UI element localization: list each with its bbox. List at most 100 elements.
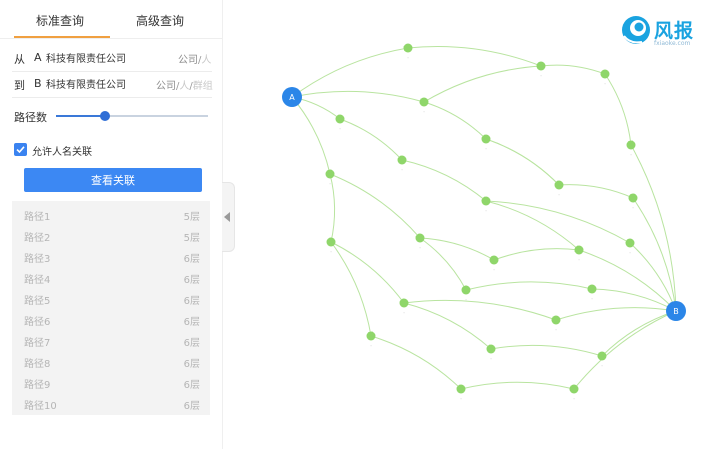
- graph-node[interactable]: ·: [597, 351, 607, 370]
- brand-logo: 风报 fxiaoke.com: [620, 14, 712, 48]
- logo-url: fxiaoke.com: [654, 40, 691, 47]
- path-name: 路径8: [24, 359, 51, 370]
- graph-node-dot: [366, 331, 376, 341]
- graph-node[interactable]: ·: [489, 255, 499, 274]
- graph-node-label: ·: [578, 258, 580, 264]
- path-layer-count: 6层: [183, 317, 200, 328]
- graph-node-dot: [554, 180, 564, 190]
- to-type-person[interactable]: 人: [179, 81, 190, 92]
- path-layer-count: 6层: [183, 338, 200, 349]
- graph-target-node[interactable]: B: [666, 301, 686, 321]
- graph-node[interactable]: ·: [456, 384, 466, 403]
- graph-edge: [330, 241, 373, 337]
- graph-node[interactable]: ·: [461, 285, 471, 304]
- graph-node-dot: [569, 384, 579, 394]
- graph-node[interactable]: ·: [403, 43, 413, 62]
- graph-node[interactable]: ·: [536, 61, 546, 80]
- graph-node-label: ·: [632, 206, 634, 212]
- from-label: 从: [14, 53, 25, 66]
- graph-node-label: ·: [407, 56, 409, 62]
- allow-person-checkbox[interactable]: [14, 143, 27, 156]
- graph-node[interactable]: ·: [628, 193, 638, 212]
- from-type-separator: /: [198, 55, 202, 66]
- to-label: 到: [14, 79, 25, 92]
- graph-node-label: ·: [591, 297, 593, 303]
- graph-node[interactable]: ·: [481, 196, 491, 215]
- from-type-company[interactable]: 公司: [178, 55, 198, 66]
- graph-node-label: ·: [370, 344, 372, 350]
- from-type-person[interactable]: 人: [201, 55, 212, 66]
- to-type-company[interactable]: 公司: [156, 81, 176, 92]
- graph-node[interactable]: ·: [626, 140, 636, 159]
- graph-edge: [465, 281, 593, 291]
- graph-node-label: ·: [330, 250, 332, 256]
- graph-node[interactable]: ·: [554, 180, 564, 199]
- tab-advanced-query[interactable]: 高级查询: [136, 14, 185, 28]
- graph-node[interactable]: ·: [551, 315, 561, 334]
- graph-node-dot: [574, 245, 584, 255]
- graph-node-label: ·: [460, 397, 462, 403]
- graph-node[interactable]: ·: [415, 233, 425, 252]
- graph-edge: [423, 101, 487, 140]
- graph-edge: [339, 118, 403, 161]
- graph-node[interactable]: ·: [326, 237, 336, 256]
- to-type-switch: 公司/人/群组: [156, 77, 213, 92]
- graph-node[interactable]: ·: [335, 114, 345, 133]
- graph-edge: [485, 200, 631, 244]
- collapse-panel-handle[interactable]: [222, 182, 235, 252]
- path-layer-count: 6层: [183, 254, 200, 265]
- path-count-slider-thumb[interactable]: [99, 111, 110, 121]
- graph-node-label: ·: [419, 246, 421, 252]
- graph-edge: [403, 302, 492, 350]
- graph-node[interactable]: ·: [486, 344, 496, 363]
- graph-node-label: ·: [485, 147, 487, 153]
- graph-source-node[interactable]: A: [282, 87, 302, 107]
- graph-node-dot: [456, 384, 466, 394]
- graph-node-dot: [461, 285, 471, 295]
- query-tabs: 标准查询 高级查询: [0, 0, 222, 40]
- graph-node-dot: [597, 351, 607, 361]
- graph-node-dot: [600, 69, 610, 79]
- graph-node[interactable]: ·: [569, 384, 579, 403]
- path-count-slider[interactable]: [56, 115, 208, 117]
- path-layer-count: 6层: [183, 275, 200, 286]
- graph-node[interactable]: ·: [600, 69, 610, 88]
- path-layer-count: 6层: [183, 359, 200, 370]
- from-type-switch: 公司/人: [178, 51, 211, 66]
- graph-node-dot: [325, 169, 335, 179]
- graph-node[interactable]: ·: [325, 169, 335, 188]
- graph-node[interactable]: ·: [481, 134, 491, 153]
- graph-node[interactable]: ·: [587, 284, 597, 303]
- from-company-input[interactable]: [46, 47, 156, 67]
- relation-graph-canvas[interactable]: A B · · · · · · · · · · · · · · · · · · · · · · · · · ·: [236, 0, 716, 449]
- graph-node[interactable]: ·: [397, 155, 407, 174]
- graph-node[interactable]: ·: [625, 238, 635, 257]
- path-list-item[interactable]: 路径8 6层: [12, 350, 210, 371]
- tab-standard-query[interactable]: 标准查询: [36, 14, 85, 28]
- to-input-underline: [12, 97, 212, 98]
- graph-node[interactable]: ·: [399, 298, 409, 317]
- path-count-slider-fill: [56, 115, 105, 117]
- graph-node[interactable]: ·: [366, 331, 376, 350]
- graph-node[interactable]: ·: [419, 97, 429, 116]
- to-type-separator-1: /: [176, 81, 180, 92]
- graph-node-label: ·: [329, 182, 331, 188]
- graph-node[interactable]: ·: [574, 245, 584, 264]
- graph-edge: [632, 197, 678, 312]
- graph-edge: [291, 90, 425, 104]
- graph-node-dot: [335, 114, 345, 124]
- to-type-group[interactable]: 群组: [192, 81, 213, 92]
- graph-edge: [407, 46, 542, 67]
- view-relations-button[interactable]: 查看关联: [24, 168, 202, 192]
- to-company-input[interactable]: [46, 73, 156, 93]
- active-tab-indicator: [14, 36, 110, 38]
